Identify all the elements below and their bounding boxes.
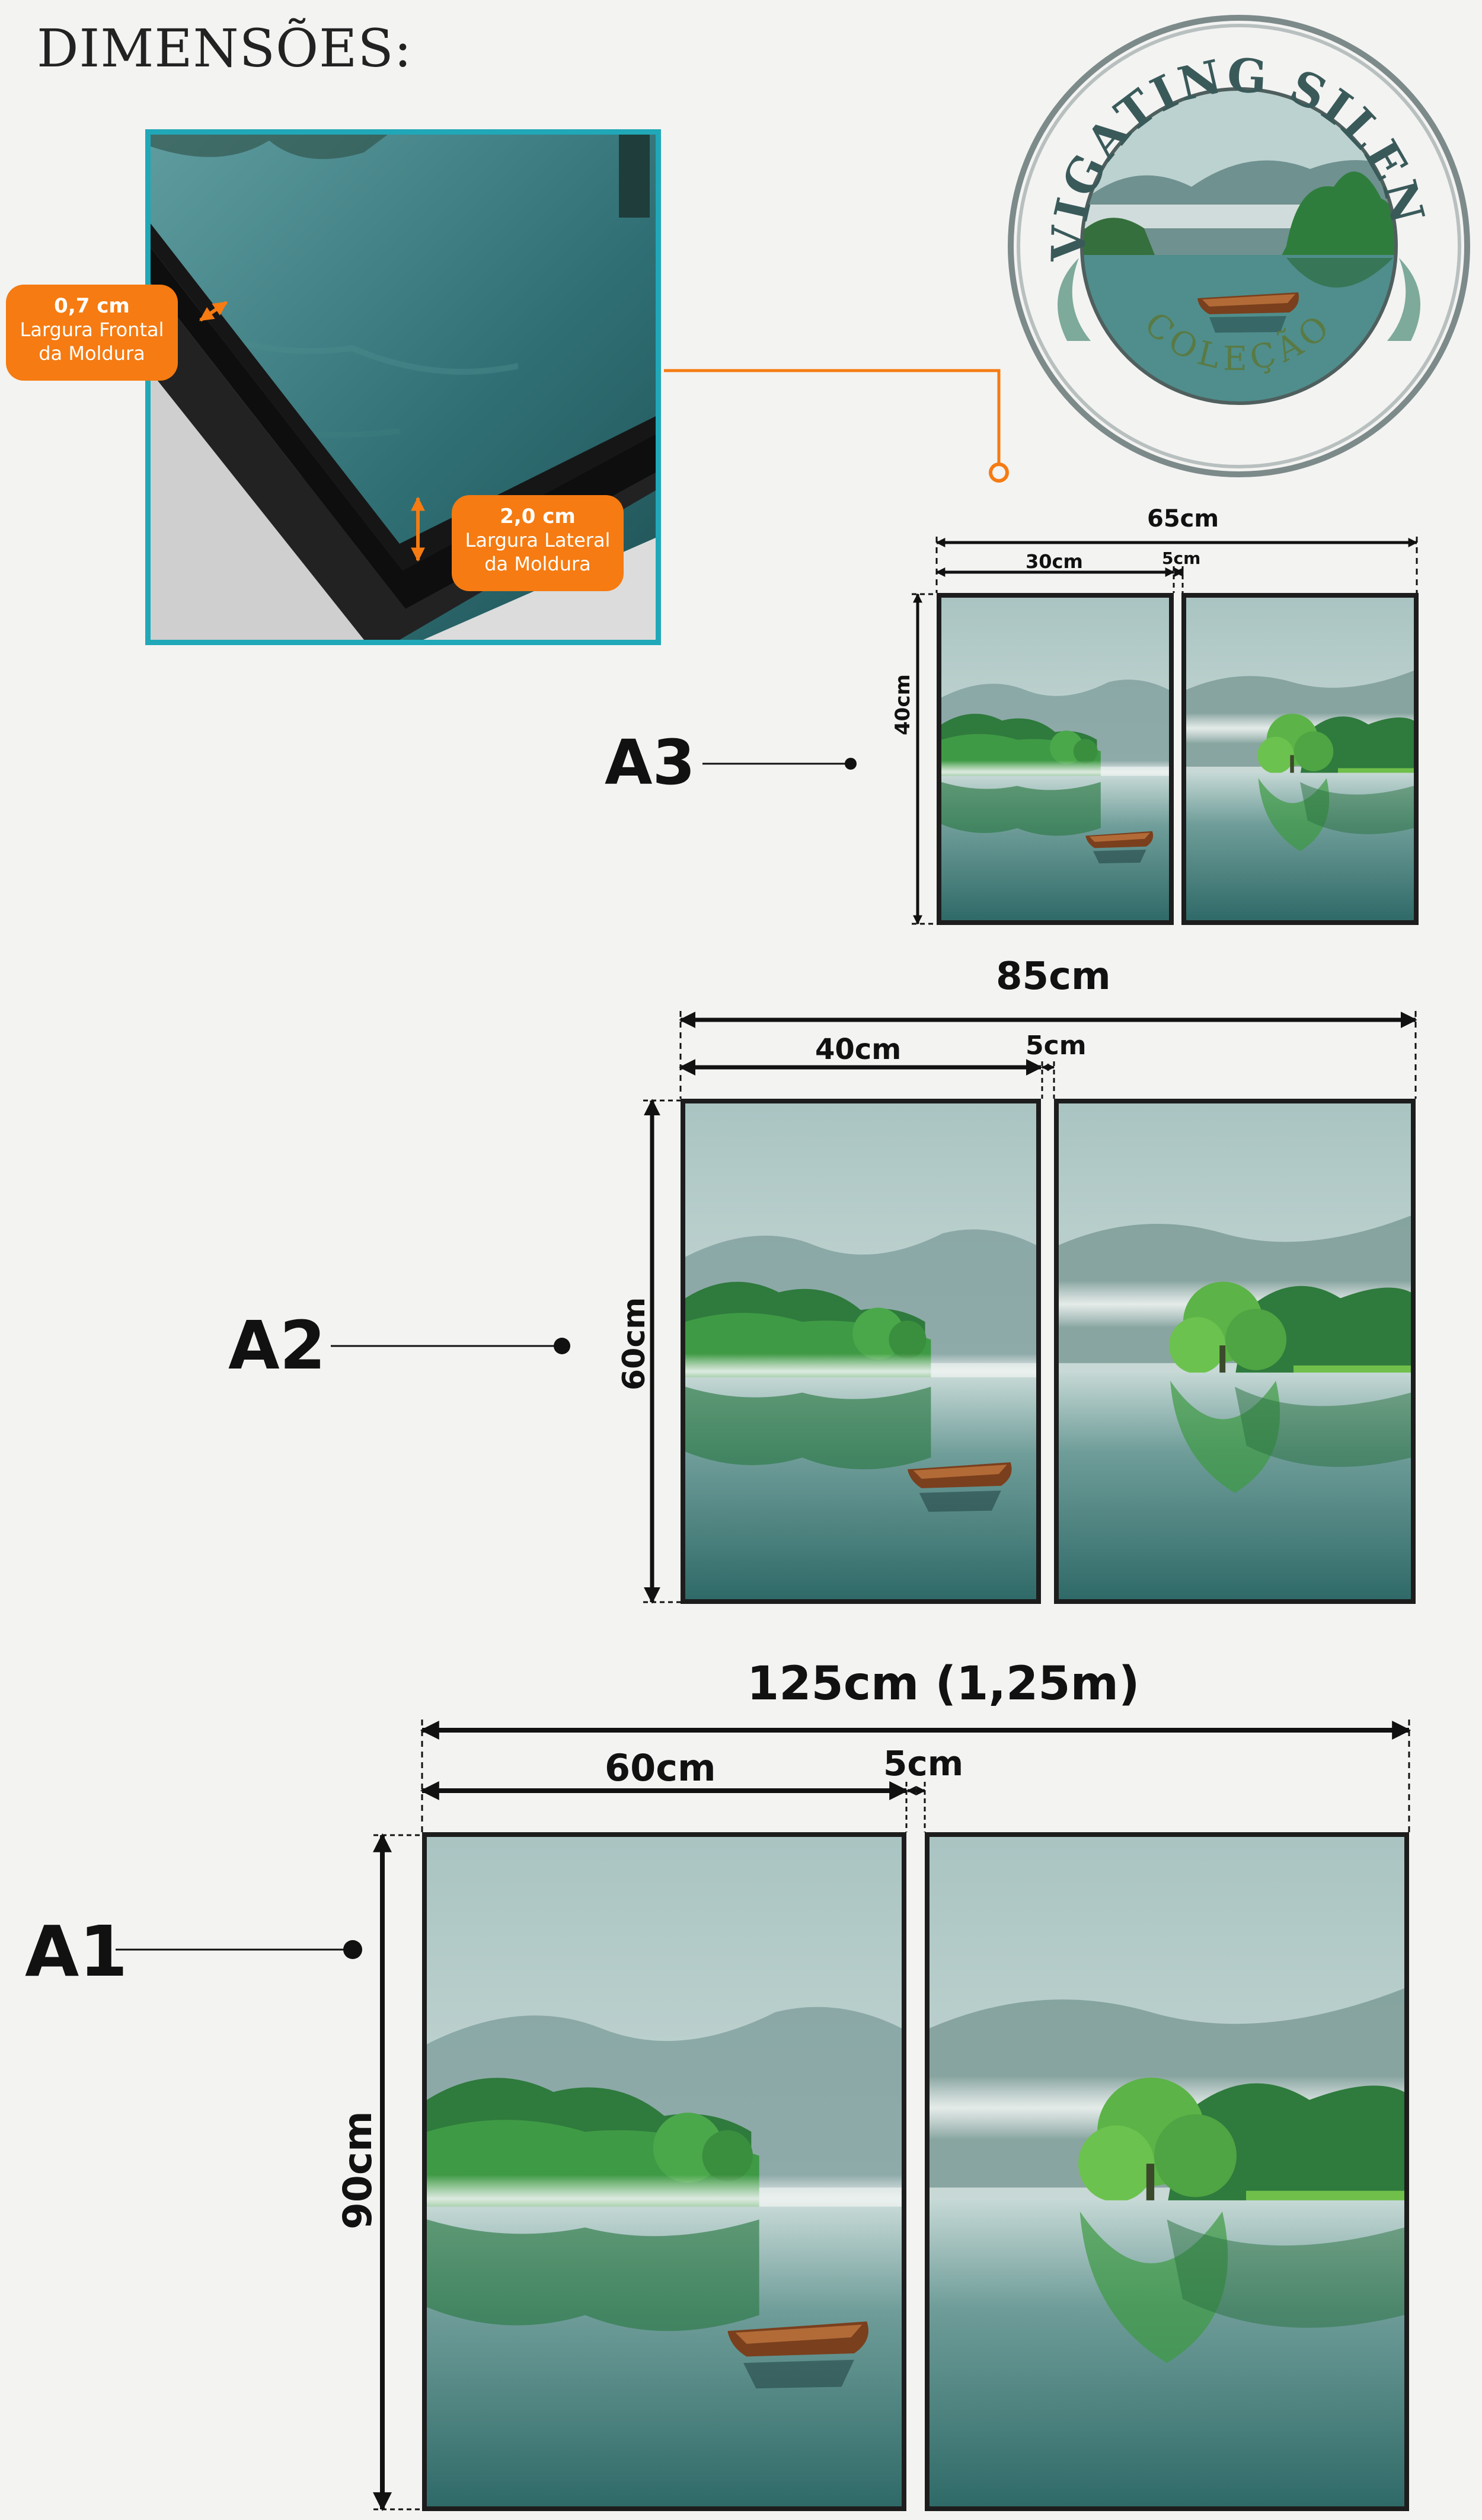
a1-panel-right [925,1832,1409,2511]
a1-height: 90cm [335,2111,381,2229]
side-width-line2: da Moldura [484,553,591,575]
a2-panel-right [1054,1099,1416,1604]
side-width-value: 2,0 cm [500,505,576,528]
a2-panel-left [681,1099,1041,1604]
a2-height: 60cm [617,1297,652,1390]
a1-size-label: A1 [25,1910,128,1992]
a3-panel-right [1181,593,1419,925]
front-width-line1: Largura Frontal [20,318,164,341]
a2-total-width: 85cm [996,955,1111,999]
front-width-line2: da Moldura [39,342,145,365]
a3-panel-width: 30cm [1026,550,1083,573]
a2-size-label: A2 [228,1307,326,1385]
a1-panel-width: 60cm [605,1746,716,1789]
a2-panel-width: 40cm [815,1033,902,1066]
front-width-callout: 0,7 cm Largura Frontal da Moldura [6,285,178,381]
side-width-line1: Largura Lateral [465,529,611,551]
a1-gap-width: 5cm [883,1743,964,1784]
front-width-value: 0,7 cm [54,294,130,318]
a3-height: 40cm [891,674,915,735]
page-title: DIMENSÕES: [37,18,413,79]
a3-panel-left [937,593,1174,925]
a1-total-width: 125cm (1,25m) [747,1657,1140,1711]
a3-gap-width: 5cm [1162,548,1201,568]
a3-size-label: A3 [605,726,695,799]
collection-logo: NAVIGATING SILENCES COLEÇÃO [979,0,1476,483]
side-width-callout: 2,0 cm Largura Lateral da Moldura [452,495,624,591]
a3-total-width: 65cm [1147,505,1219,532]
a1-panel-left [422,1832,906,2511]
a2-gap-width: 5cm [1026,1031,1087,1061]
